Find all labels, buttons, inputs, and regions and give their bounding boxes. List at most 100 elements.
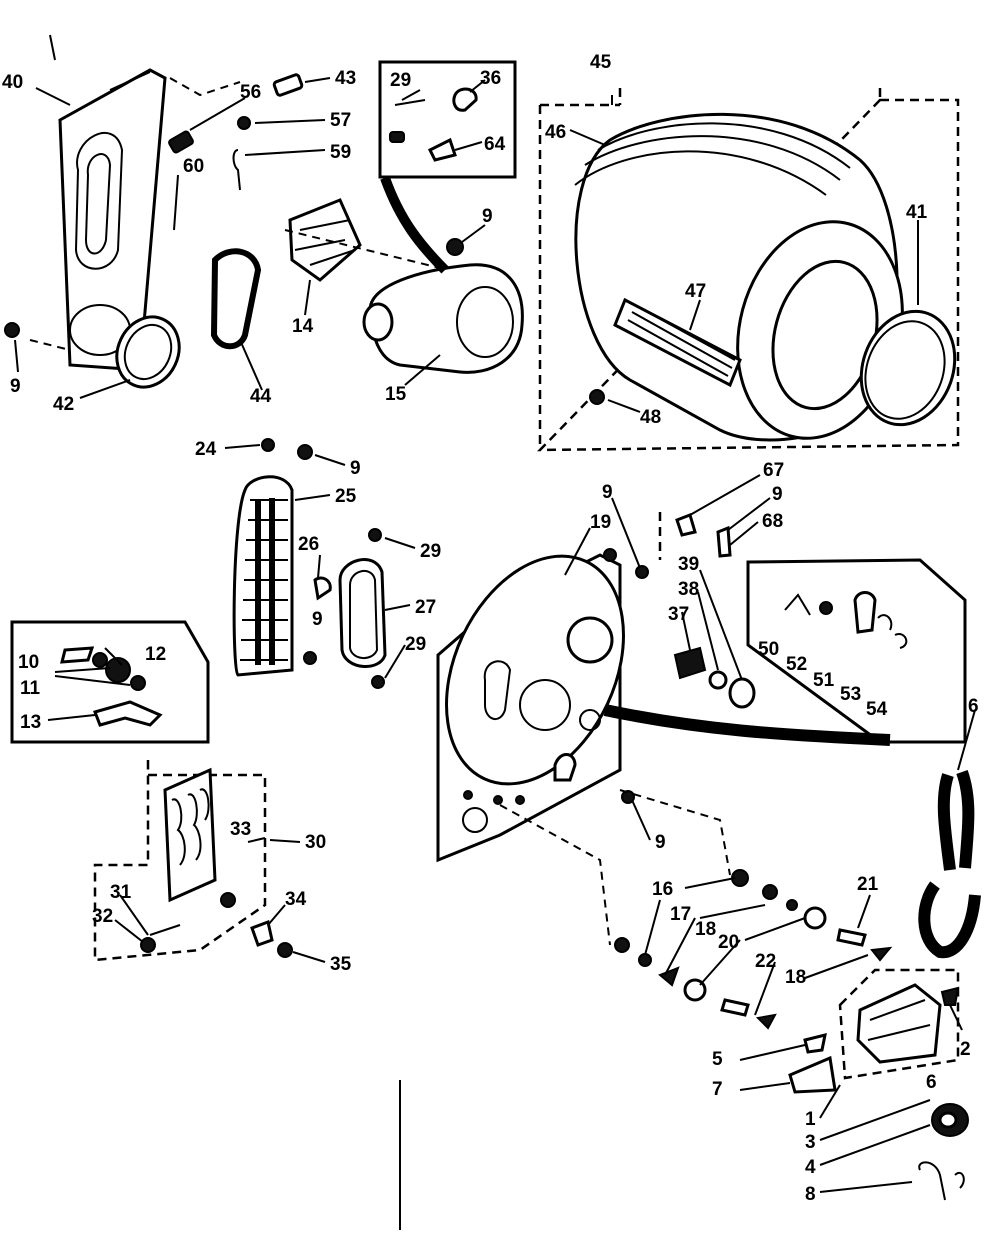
label-59: 59: [330, 142, 351, 163]
parts-37-38-39: [673, 646, 756, 709]
label-46: 46: [545, 122, 566, 143]
label-50: 50: [758, 639, 779, 660]
label-1: 1: [805, 1109, 816, 1130]
part-42-seal-ring: [115, 315, 181, 389]
label-29: 29: [405, 634, 426, 655]
part-number-labels: 40 43 56 57 59 60 29 36 64 9 45 46 41 47…: [2, 52, 979, 1205]
label-47: 47: [685, 281, 706, 302]
screw-9: [621, 790, 635, 804]
part-32: [140, 937, 156, 953]
label-9: 9: [655, 832, 666, 853]
label-29: 29: [390, 70, 411, 91]
label-31: 31: [110, 882, 132, 903]
part-34: [250, 919, 274, 947]
label-6: 6: [968, 696, 979, 717]
label-20: 20: [718, 932, 739, 953]
part-44-felt-seal: [210, 248, 262, 350]
label-56: 56: [240, 82, 261, 103]
label-35: 35: [330, 954, 352, 975]
part-41-rear-seal: [859, 309, 957, 427]
label-8: 8: [805, 1184, 816, 1205]
inset-box-29-36-64: [378, 60, 517, 274]
part-8-clip: [918, 1161, 965, 1201]
part-24: [261, 438, 275, 452]
label-64: 64: [484, 134, 506, 155]
label-9: 9: [312, 609, 323, 630]
screw-9: [297, 444, 313, 460]
label-13: 13: [20, 712, 41, 733]
label-9: 9: [602, 482, 613, 503]
part-14-blower-wheel: [288, 198, 362, 282]
hardware-16-22: [499, 789, 893, 1030]
label-38: 38: [678, 579, 699, 600]
label-24: 24: [195, 439, 217, 460]
label-53: 53: [840, 684, 861, 705]
screw-29: [371, 675, 385, 689]
label-60: 60: [183, 156, 204, 177]
screw-29: [368, 528, 382, 542]
label-18: 18: [785, 967, 806, 988]
label-30: 30: [305, 832, 326, 853]
label-4: 4: [805, 1157, 816, 1178]
label-10: 10: [18, 652, 39, 673]
part-3-pulley: [931, 1103, 969, 1137]
screw-19: [603, 548, 617, 562]
part-25-lint-screen: [232, 475, 294, 677]
inset-box-50-54: [746, 558, 967, 744]
drum-assembly-box-45: [537, 88, 960, 452]
label-17: 17: [670, 904, 691, 925]
label-3: 3: [805, 1132, 816, 1153]
label-21: 21: [857, 874, 879, 895]
label-34: 34: [285, 889, 307, 910]
part-26: [313, 576, 332, 601]
label-39: 39: [678, 554, 699, 575]
label-19: 19: [590, 512, 611, 533]
part-33-heater-coils: [163, 767, 217, 903]
label-22: 22: [755, 951, 776, 972]
label-5: 5: [712, 1049, 723, 1070]
screw-48: [589, 389, 605, 405]
label-57: 57: [330, 110, 351, 131]
parts-67-68: [658, 512, 732, 560]
label-9: 9: [482, 206, 493, 227]
part-47-baffle: [613, 297, 742, 388]
label-68: 68: [762, 511, 783, 532]
part-31: [149, 924, 181, 936]
label-7: 7: [712, 1079, 723, 1100]
inset-box-10-13: [10, 620, 210, 744]
screw-9: [4, 322, 20, 338]
label-25: 25: [335, 486, 357, 507]
label-29: 29: [420, 541, 441, 562]
label-36: 36: [480, 68, 501, 89]
label-18: 18: [695, 919, 716, 940]
label-51: 51: [813, 670, 835, 691]
label-9: 9: [10, 376, 21, 397]
small-hardware-56-57-59-60-43: [168, 73, 304, 231]
label-54: 54: [866, 699, 888, 720]
label-15: 15: [385, 384, 407, 405]
label-12: 12: [145, 644, 166, 665]
screw-9: [303, 651, 317, 665]
label-33: 33: [230, 819, 251, 840]
part-27-lint-housing: [338, 558, 387, 668]
label-11: 11: [20, 678, 41, 699]
leader-lines: [14, 77, 976, 1193]
label-14: 14: [292, 316, 314, 337]
part-35: [277, 942, 293, 958]
label-9: 9: [350, 458, 361, 479]
label-27: 27: [415, 597, 436, 618]
label-32: 32: [92, 906, 113, 927]
screw-9: [446, 238, 464, 256]
label-16: 16: [652, 879, 673, 900]
label-67: 67: [763, 460, 784, 481]
label-48: 48: [640, 407, 661, 428]
label-9: 9: [772, 484, 783, 505]
part-40-front-bulkhead: [58, 68, 167, 372]
part-33-terminal: [220, 892, 236, 908]
part-15-blower-housing: [362, 263, 524, 374]
drive-belt-section: [603, 704, 891, 746]
label-2: 2: [960, 1039, 971, 1060]
label-6: 6: [926, 1072, 937, 1093]
part-5: [803, 1032, 827, 1054]
